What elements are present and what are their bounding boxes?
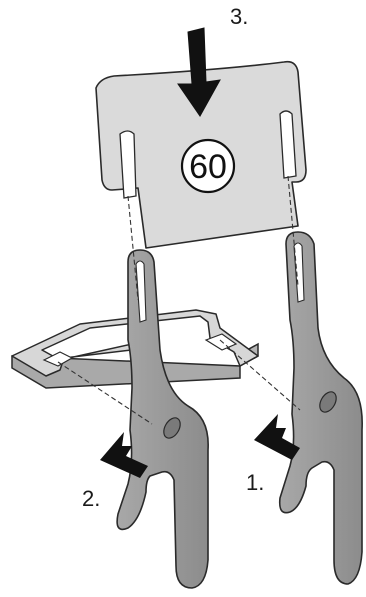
left-support-leg	[117, 250, 208, 588]
step-2-label: 2.	[82, 486, 100, 511]
right-support-leg	[280, 232, 362, 584]
step-3-label: 3.	[230, 4, 248, 29]
step-1-label: 1.	[246, 470, 264, 495]
load-badge-value: 60	[189, 148, 227, 186]
